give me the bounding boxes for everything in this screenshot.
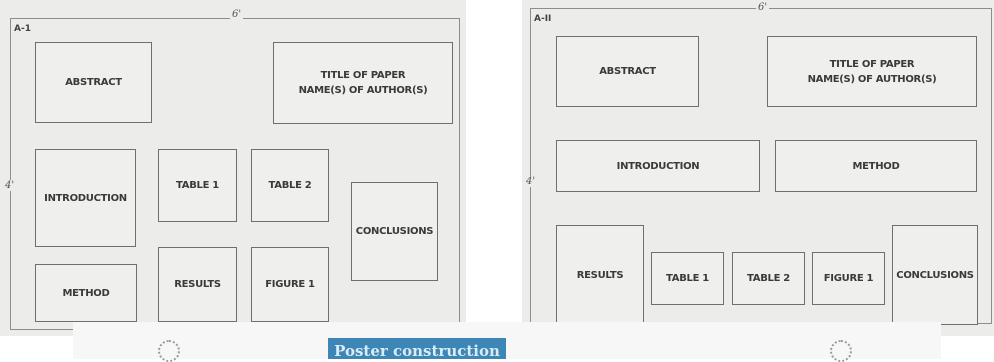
layout-a1-width-dim: 6' <box>230 9 244 20</box>
a2-method-box: METHOD <box>775 140 977 192</box>
layout-a2-panel: A-II 6' 4' ABSTRACT TITLE OF PAPER NAME(… <box>522 0 994 336</box>
a2-abstract-box: ABSTRACT <box>556 36 699 107</box>
layout-a2-label: A-II <box>534 14 552 24</box>
a2-table2-box: TABLE 2 <box>732 252 805 305</box>
layout-a2-width-dim: 6' <box>756 2 770 13</box>
a2-title-box: TITLE OF PAPER NAME(S) OF AUTHOR(S) <box>767 36 977 107</box>
a1-table2-box: TABLE 2 <box>251 149 329 222</box>
a1-table1-box: TABLE 1 <box>158 149 237 222</box>
layout-a1-panel: A-1 6' 4' ABSTRACT TITLE OF PAPER NAME(S… <box>0 0 466 336</box>
a2-conclusions-box: CONCLUSIONS <box>892 225 978 325</box>
a2-introduction-box: INTRODUCTION <box>556 140 760 192</box>
a1-figure1-box: FIGURE 1 <box>251 247 329 322</box>
layout-a2-height-dim: 4' <box>524 176 538 187</box>
a2-results-box: RESULTS <box>556 225 644 325</box>
layout-a1-height-dim: 4' <box>3 180 17 191</box>
a1-results-box: RESULTS <box>158 247 237 322</box>
a1-method-box: METHOD <box>35 264 137 322</box>
a1-introduction-box: INTRODUCTION <box>35 149 136 247</box>
bottom-strip: Poster construction <box>73 322 941 362</box>
layout-a1-label: A-1 <box>14 24 31 34</box>
a1-conclusions-box: CONCLUSIONS <box>351 182 438 281</box>
a1-title-box: TITLE OF PAPER NAME(S) OF AUTHOR(S) <box>273 42 453 124</box>
a2-figure1-box: FIGURE 1 <box>812 252 885 305</box>
a1-abstract-box: ABSTRACT <box>35 42 152 123</box>
poster-construction-banner: Poster construction <box>328 338 506 359</box>
a2-table1-box: TABLE 1 <box>651 252 724 305</box>
